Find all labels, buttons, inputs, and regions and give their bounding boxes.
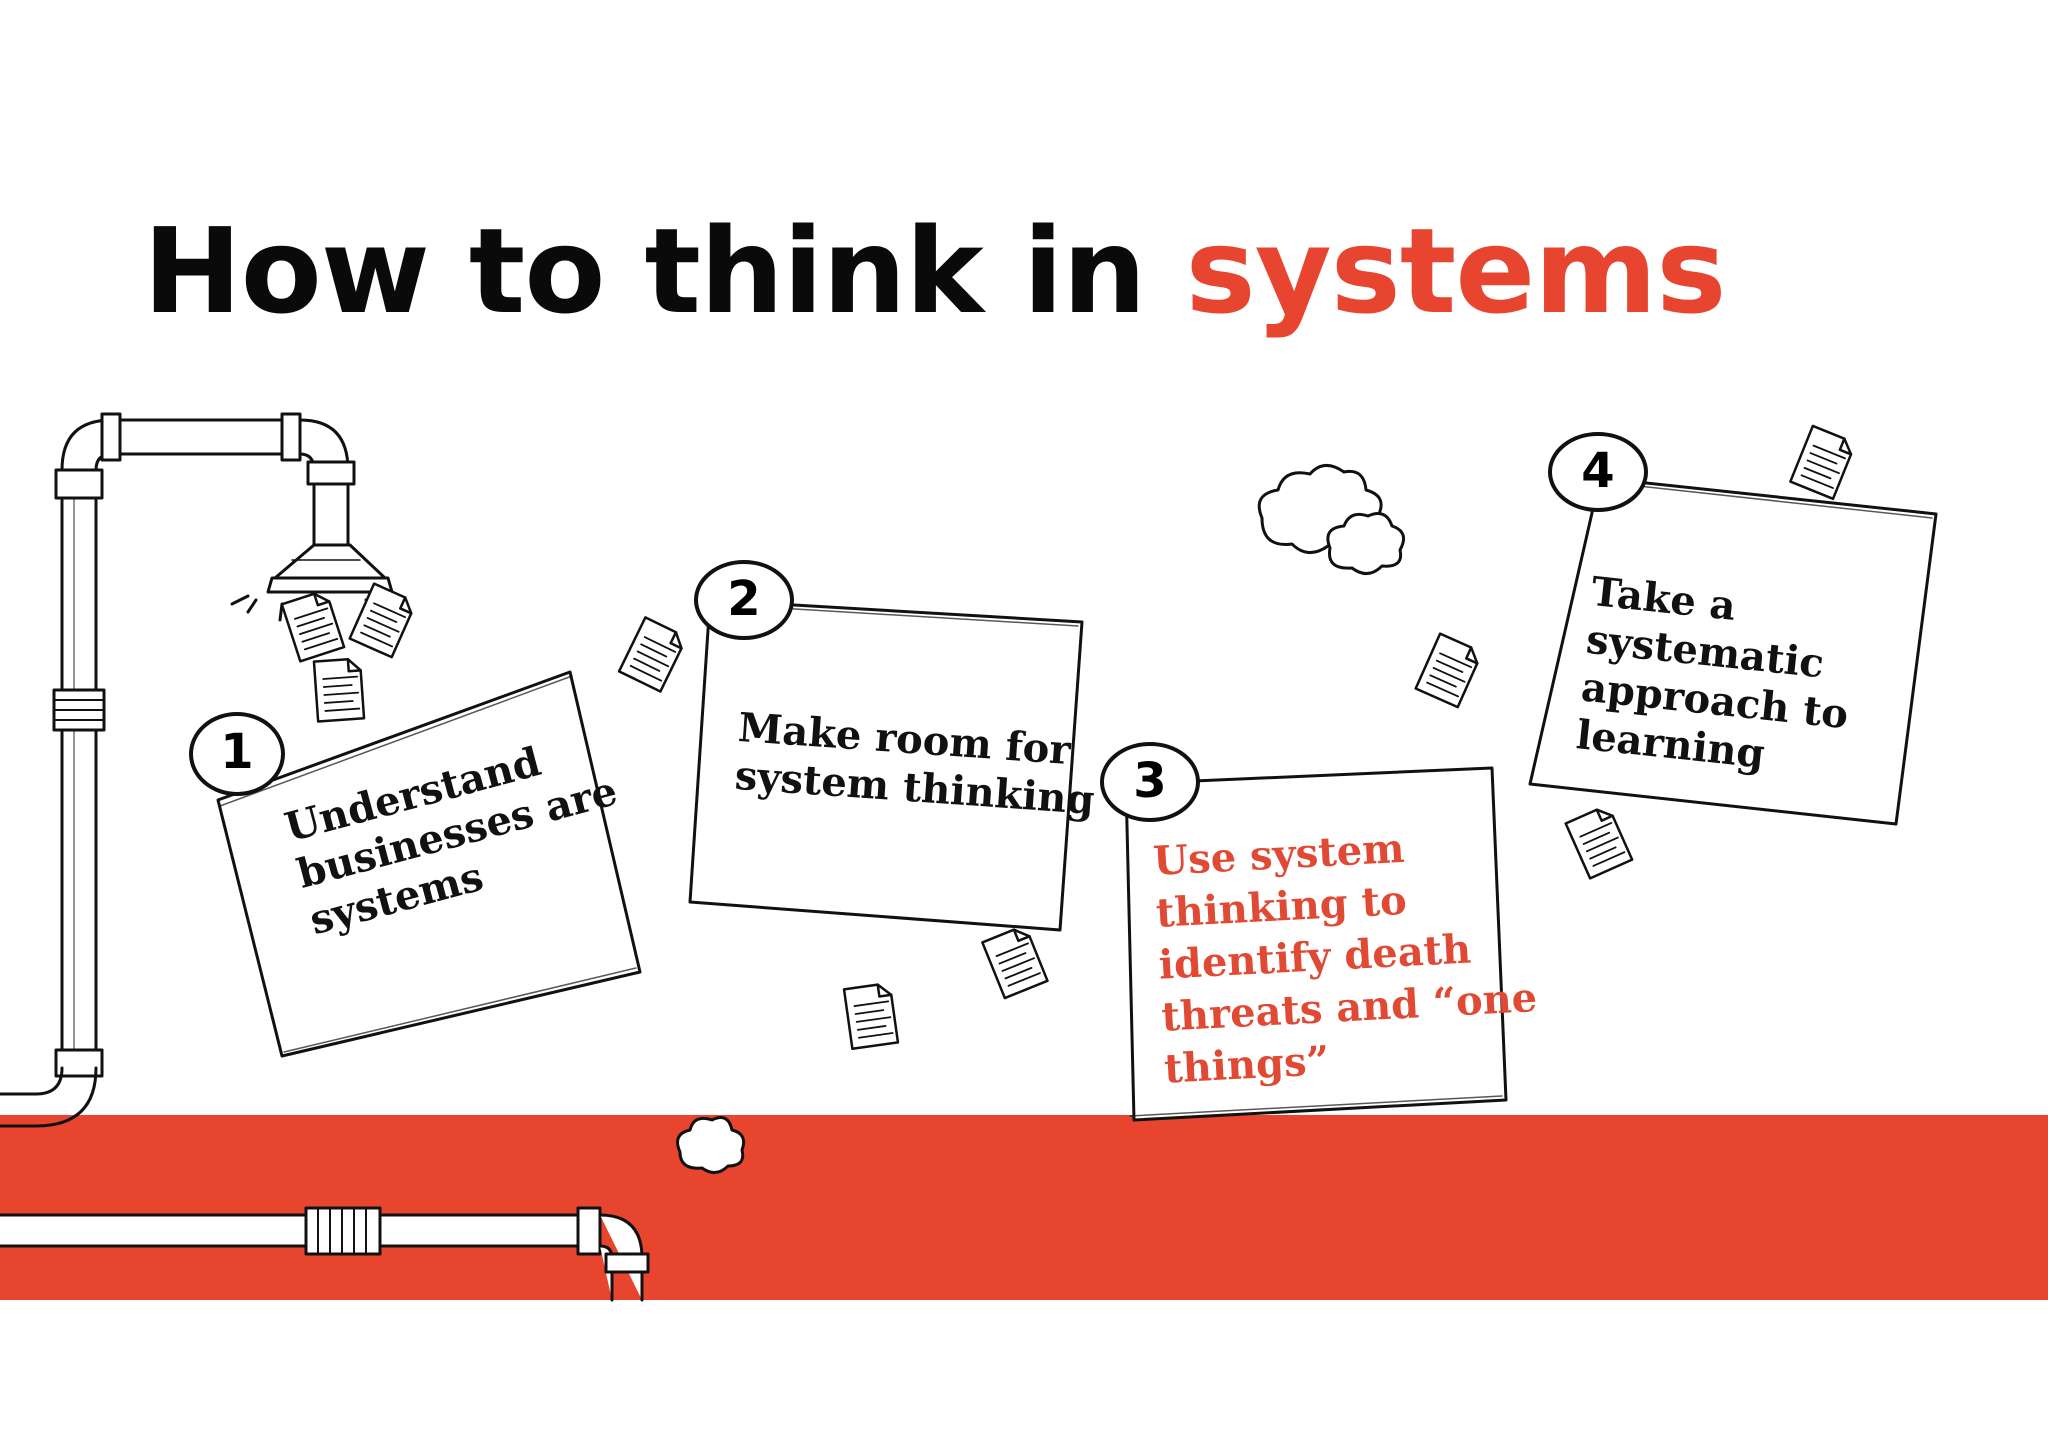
document-icon	[312, 657, 366, 723]
step-number-4: 4	[1581, 443, 1615, 499]
title-prefix: How to think in	[143, 202, 1146, 340]
step-number-1: 1	[220, 724, 254, 780]
document-icon	[1414, 632, 1479, 709]
document-icon	[842, 983, 900, 1051]
page-title: How to think in systems	[143, 212, 1726, 330]
document-icon	[617, 616, 683, 693]
step-card-4	[1528, 432, 1938, 826]
title-accent: systems	[1185, 202, 1726, 340]
cloud-icon	[1257, 464, 1406, 575]
document-icon	[280, 592, 346, 663]
step-card-3	[1100, 742, 1508, 1122]
document-icon	[348, 582, 413, 659]
funnel-icon	[230, 543, 406, 622]
document-icon	[1789, 424, 1853, 501]
step-text-4: Take a systematic approach to learning	[1574, 568, 1861, 787]
step-number-3: 3	[1133, 753, 1167, 809]
document-icon	[1564, 808, 1634, 880]
cloud-icon	[676, 1116, 746, 1174]
step-number-2: 2	[727, 571, 761, 627]
step-card-1	[189, 670, 642, 1058]
step-card-2	[688, 560, 1084, 932]
step-text-3: Use system thinking to identify death th…	[1152, 816, 1541, 1095]
document-icon	[981, 928, 1049, 1000]
pipe-icon	[0, 1206, 650, 1302]
pipe-icon	[0, 412, 356, 1128]
